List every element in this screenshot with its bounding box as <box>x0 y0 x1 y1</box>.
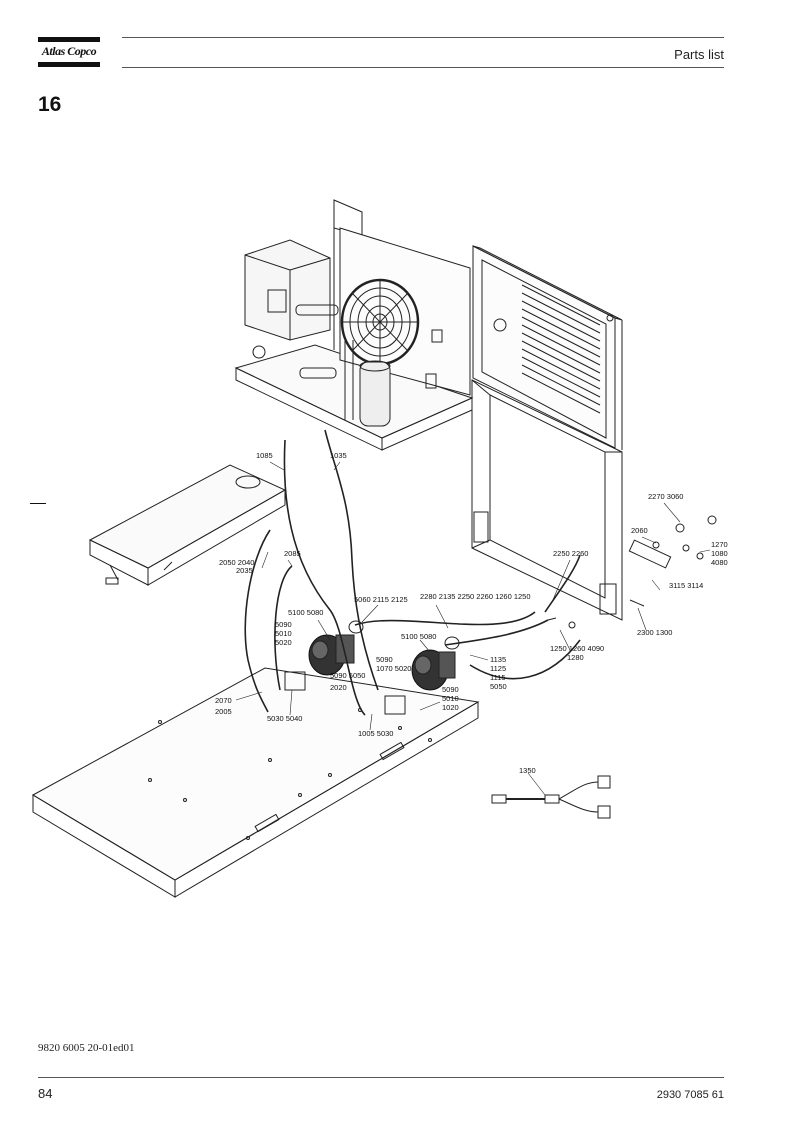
callout-5010-left: 5010 <box>275 629 292 638</box>
header-rule-top <box>122 37 724 38</box>
callout-2005: 2005 <box>215 707 232 716</box>
callout-5020-left: 5020 <box>275 638 292 647</box>
callout-3115-3114: 3115 3114 <box>669 581 703 590</box>
callout-1035: 1035 <box>330 451 347 460</box>
callout-1125: 1125 <box>490 664 506 673</box>
bracket-right <box>384 695 406 715</box>
callout-2250-2260: 2250 2260 <box>553 549 588 558</box>
refrigeration-unit <box>234 199 474 451</box>
callout-4080: 4080 <box>711 558 728 567</box>
exploded-parts-diagram: 1085 1035 2270 3060 2060 1270 1080 4080 … <box>31 199 728 898</box>
callout-5030-5040: 5030 5040 <box>267 714 302 723</box>
callout-1250-1260-4090: 1250 1260 4090 <box>550 644 604 653</box>
callout-5050-right: 5050 <box>490 682 507 691</box>
fittings-cluster <box>547 515 717 629</box>
callout-1005-5030: 1005 5030 <box>358 729 393 738</box>
callout-2020: 2020 <box>330 683 347 692</box>
document-number: 2930 7085 61 <box>656 1089 724 1101</box>
side-frame <box>471 379 623 621</box>
callout-2035: 2035 <box>236 566 253 575</box>
margin-change-mark <box>30 503 46 504</box>
bracket-left <box>284 671 306 691</box>
leader-lines <box>235 461 711 796</box>
callout-1280: 1280 <box>567 653 584 662</box>
page-number: 84 <box>38 1086 53 1101</box>
electrical-box <box>88 464 287 586</box>
callout-1080: 1080 <box>711 549 728 558</box>
header-rule-bottom <box>122 67 724 68</box>
callout-2060: 2060 <box>631 526 648 535</box>
atlas-copco-logo: Atlas Copco <box>38 37 100 67</box>
callout-1135: 1135 <box>490 655 506 664</box>
callout-1115: 1115 <box>490 673 506 682</box>
compressor-right <box>411 636 460 691</box>
part-callouts: 1085 1035 2270 3060 2060 1270 1080 4080 … <box>215 451 728 775</box>
callout-5090-right: 5090 <box>442 685 459 694</box>
callout-2085: 2085 <box>284 549 301 558</box>
callout-1270: 1270 <box>711 540 728 549</box>
logo-bar-top <box>38 37 100 42</box>
callout-1085: 1085 <box>256 451 273 460</box>
base-plate <box>31 667 480 898</box>
compressor-left <box>308 620 364 676</box>
door-panel <box>472 245 623 450</box>
callout-2050-2040: 2050 2040 <box>219 558 254 567</box>
callout-2270-3060: 2270 3060 <box>648 492 683 501</box>
callout-5060-2115-2125: 5060 2115 2125 <box>354 595 408 604</box>
callout-5090-mid: 5090 <box>376 655 393 664</box>
callout-1070-5020: 1070 5020 <box>376 664 411 673</box>
callout-5100-5080-right: 5100 5080 <box>401 632 436 641</box>
hoses <box>244 429 581 716</box>
callout-5010-right: 5010 <box>442 694 459 703</box>
callout-5090-5050: 5090 5050 <box>330 671 365 680</box>
header-title: Parts list <box>674 47 724 62</box>
logo-bar-bottom <box>38 62 100 67</box>
callout-5090-left: 5090 <box>275 620 292 629</box>
cable-harness <box>491 775 611 819</box>
callout-2280-row: 2280 2135 2250 2260 1260 1250 <box>420 592 531 601</box>
logo-wordmark: Atlas Copco <box>41 44 97 58</box>
document-code: 9820 6005 20-01ed01 <box>38 1042 135 1054</box>
callout-5100-5080-left: 5100 5080 <box>288 608 323 617</box>
footer-rule <box>38 1077 724 1078</box>
section-number: 16 <box>38 93 62 116</box>
callout-1020: 1020 <box>442 703 459 712</box>
callout-2070: 2070 <box>215 696 232 705</box>
callout-2300-1300: 2300 1300 <box>637 628 672 637</box>
callout-1350: 1350 <box>519 766 536 775</box>
